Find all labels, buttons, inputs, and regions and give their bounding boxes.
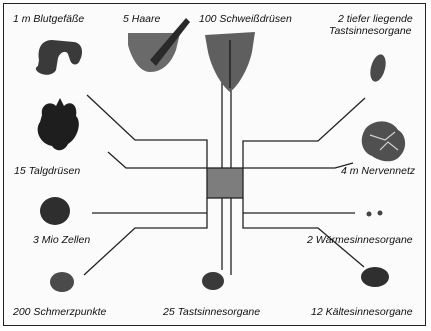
connector-line <box>87 95 207 168</box>
touch-organ-icon <box>202 272 224 290</box>
nerve-net-icon <box>362 121 405 161</box>
label-touch-organs: 25 Tastsinnesorgane <box>163 306 260 318</box>
blood-vessel-icon <box>36 40 82 75</box>
deep-touch-organ-icon <box>368 53 389 84</box>
label-deep-touch-organs-line2: Tastsinnesorgane <box>329 25 412 37</box>
cold-organ-icon <box>361 267 389 287</box>
connector-line <box>84 198 207 275</box>
connector-line <box>108 152 207 168</box>
label-sweat-glands: 100 Schweißdrüsen <box>199 13 292 25</box>
label-hair: 5 Haare <box>123 13 160 25</box>
pain-points-icon <box>50 272 74 292</box>
connector-line <box>243 198 364 267</box>
sebaceous-gland-icon <box>38 98 79 150</box>
label-warmth-organs: 2 Wärmesinnesorgane <box>307 234 413 246</box>
label-blood-vessels: 1 m Blutgefäße <box>13 13 84 25</box>
connector-line <box>243 98 365 168</box>
cells-icon <box>40 197 70 225</box>
label-nerve-net: 4 m Nervennetz <box>341 165 415 177</box>
label-pain-points: 200 Schmerzpunkte <box>13 306 106 318</box>
label-cells: 3 Mio Zellen <box>33 234 90 246</box>
center-skin-square <box>207 168 243 198</box>
warmth-organ-icon <box>367 212 372 217</box>
label-deep-touch-organs-line1: 2 tiefer liegende <box>338 13 413 25</box>
warmth-organ-icon <box>378 211 383 216</box>
label-sebaceous-glands: 15 Talgdrüsen <box>14 165 80 177</box>
label-cold-organs: 12 Kältesinnesorgane <box>311 306 413 318</box>
connector-line <box>243 163 353 168</box>
